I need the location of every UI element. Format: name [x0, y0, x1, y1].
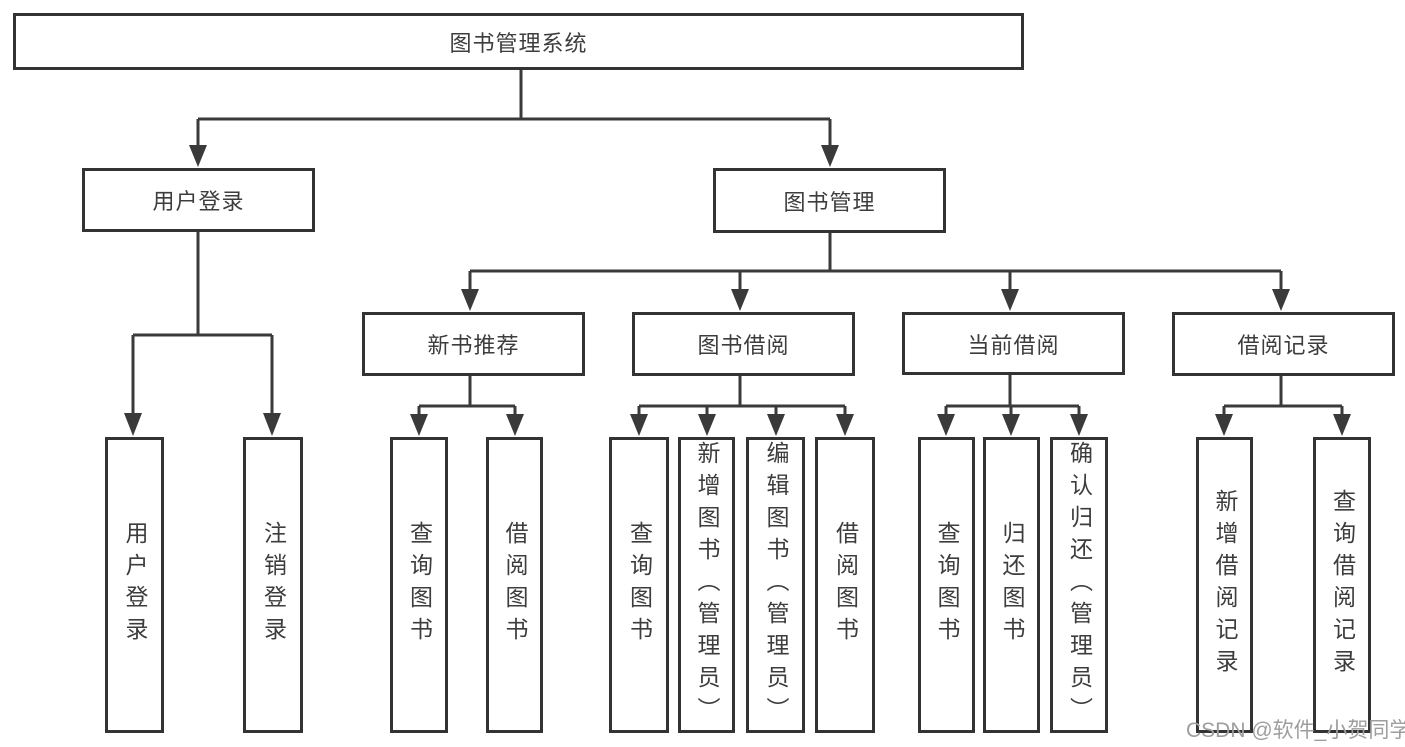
leaf-query-book-1-label: 查询图书	[406, 521, 433, 649]
node-user-login-label: 用户登录	[152, 189, 245, 214]
arrowhead-icon	[1215, 414, 1351, 436]
leaf-borrow-book-2-label: 借阅图书	[832, 521, 859, 649]
arrowhead-icon	[189, 145, 839, 167]
connector-root-to-level2	[196, 69, 832, 152]
node-user-login: 用户登录	[82, 168, 315, 232]
connector-book-borrow-children	[637, 376, 847, 422]
leaf-edit-book: 编辑图书（管理员）	[746, 437, 805, 733]
leaf-user-login-label: 用户登录	[122, 521, 148, 649]
csdn-watermark: CSDN @软件_小贺同学	[1186, 719, 1405, 742]
node-borrow-records: 借阅记录	[1172, 312, 1395, 376]
connector-book-mgmt-to-level3	[468, 233, 1283, 296]
leaf-logout-label: 注销登录	[260, 521, 287, 649]
arrowhead-icon	[630, 414, 854, 436]
leaf-user-login: 用户登录	[105, 437, 164, 733]
leaf-borrow-book-1-label: 借阅图书	[502, 521, 528, 649]
node-current-borrow: 当前借阅	[902, 312, 1125, 375]
leaf-add-book: 新增图书（管理员）	[678, 437, 735, 733]
leaf-borrow-book-1: 借阅图书	[486, 437, 543, 733]
node-borrow-records-label: 借阅记录	[1237, 333, 1330, 358]
leaf-add-book-label: 新增图书（管理员）	[694, 441, 720, 729]
leaf-return-book: 归还图书	[983, 437, 1040, 733]
leaf-borrow-book-2: 借阅图书	[815, 437, 875, 733]
leaf-query-book-3: 查询图书	[918, 437, 975, 733]
arrowhead-icon	[461, 289, 1290, 311]
leaf-confirm-return: 确认归还（管理员）	[1050, 437, 1108, 733]
leaf-edit-book-label: 编辑图书（管理员）	[763, 441, 789, 729]
leaf-add-record: 新增借阅记录	[1196, 437, 1253, 733]
connector-user-login-children	[131, 232, 274, 420]
leaf-logout: 注销登录	[243, 437, 303, 733]
leaf-query-book-2: 查询图书	[609, 437, 669, 733]
leaf-add-record-label: 新增借阅记录	[1212, 489, 1238, 681]
connector-new-book-rec-children	[417, 376, 517, 422]
leaf-query-book-1: 查询图书	[390, 437, 448, 733]
leaf-confirm-return-label: 确认归还（管理员）	[1066, 441, 1093, 729]
node-book-borrow-label: 图书借阅	[697, 333, 790, 358]
connector-current-borrow-children	[944, 375, 1081, 422]
arrowhead-icon	[937, 414, 1088, 436]
leaf-query-record: 查询借阅记录	[1313, 437, 1371, 733]
node-book-mgmt: 图书管理	[713, 168, 946, 233]
connector-borrow-records-children	[1222, 376, 1344, 422]
leaf-query-book-2-label: 查询图书	[626, 521, 653, 649]
node-new-book-rec: 新书推荐	[362, 312, 585, 376]
node-new-book-rec-label: 新书推荐	[427, 333, 520, 358]
node-book-mgmt-label: 图书管理	[783, 189, 876, 215]
node-root-label: 图书管理系统	[449, 30, 588, 56]
arrowhead-icon	[124, 413, 281, 436]
leaf-query-record-label: 查询借阅记录	[1329, 489, 1356, 681]
node-root: 图书管理系统	[13, 13, 1024, 70]
leaf-query-book-3-label: 查询图书	[934, 521, 960, 649]
leaf-return-book-label: 归还图书	[999, 521, 1025, 649]
arrowhead-icon	[410, 414, 524, 436]
node-book-borrow: 图书借阅	[632, 312, 855, 376]
node-current-borrow-label: 当前借阅	[967, 332, 1060, 358]
